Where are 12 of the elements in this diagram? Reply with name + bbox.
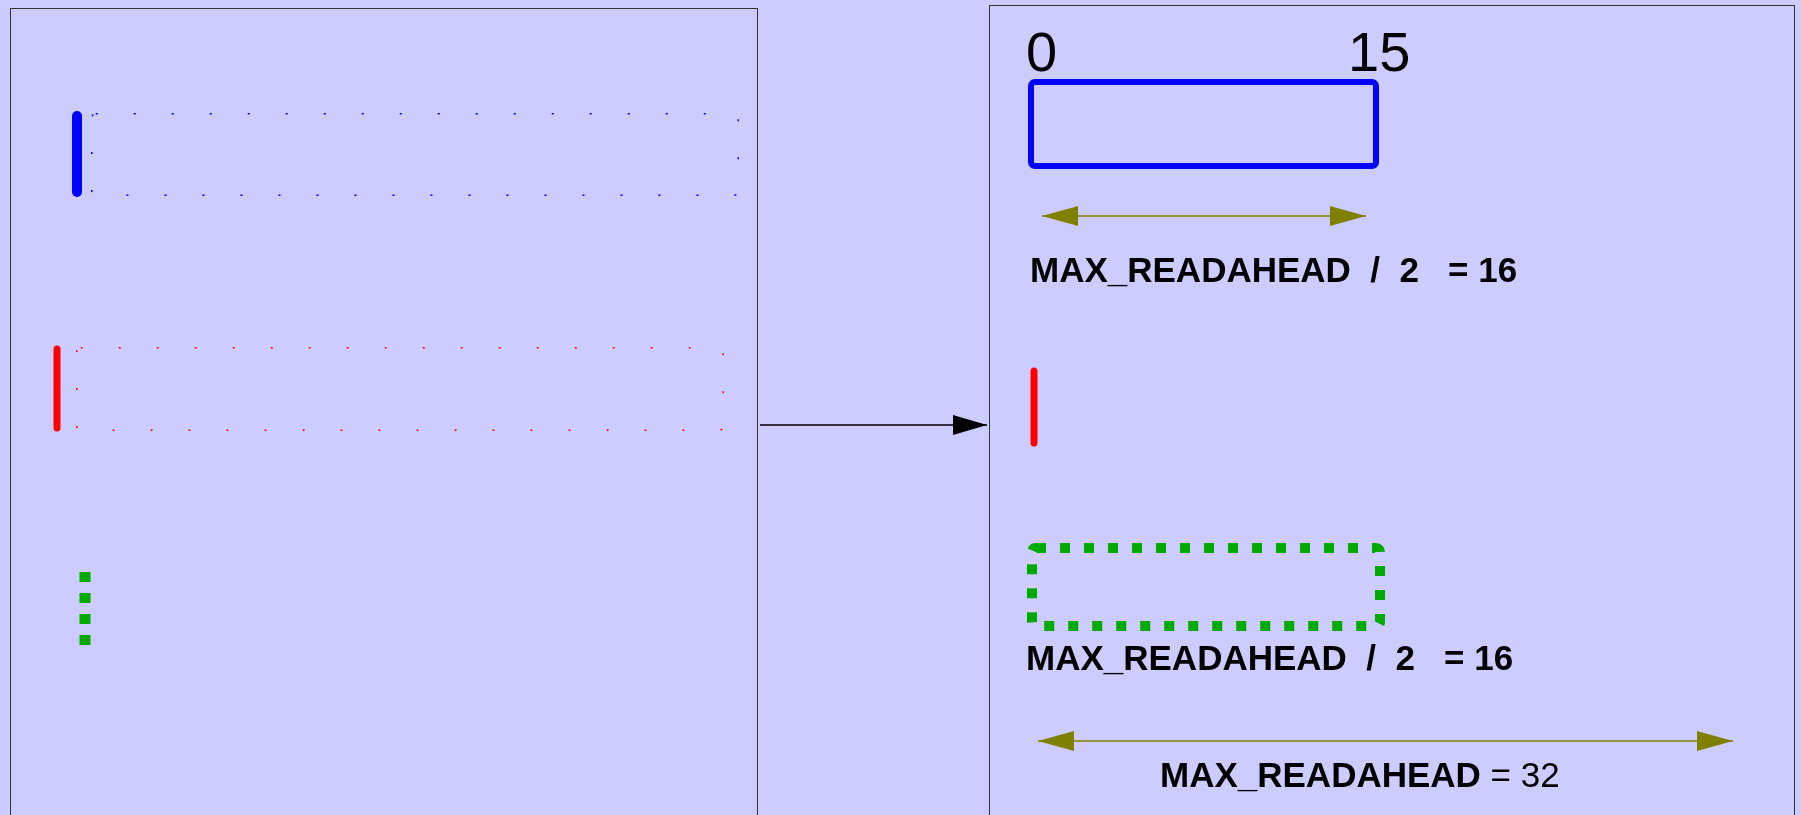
dotted-block-rectangle xyxy=(1026,542,1386,632)
arrow xyxy=(759,415,988,435)
panel xyxy=(10,8,758,815)
size-label: MAX_READAHEAD / 2 = 16 xyxy=(1026,640,1514,675)
index-number: 0 xyxy=(1026,24,1058,80)
dotted-block-outline xyxy=(90,112,740,197)
index-number: 15 xyxy=(1348,24,1411,80)
panel xyxy=(989,5,1795,815)
size-label: MAX_READAHEAD = 32 xyxy=(1160,757,1560,792)
dotted-block-outline xyxy=(75,346,725,432)
size-label: MAX_READAHEAD / 2 = 16 xyxy=(1030,252,1518,287)
block-rectangle xyxy=(1027,78,1380,170)
